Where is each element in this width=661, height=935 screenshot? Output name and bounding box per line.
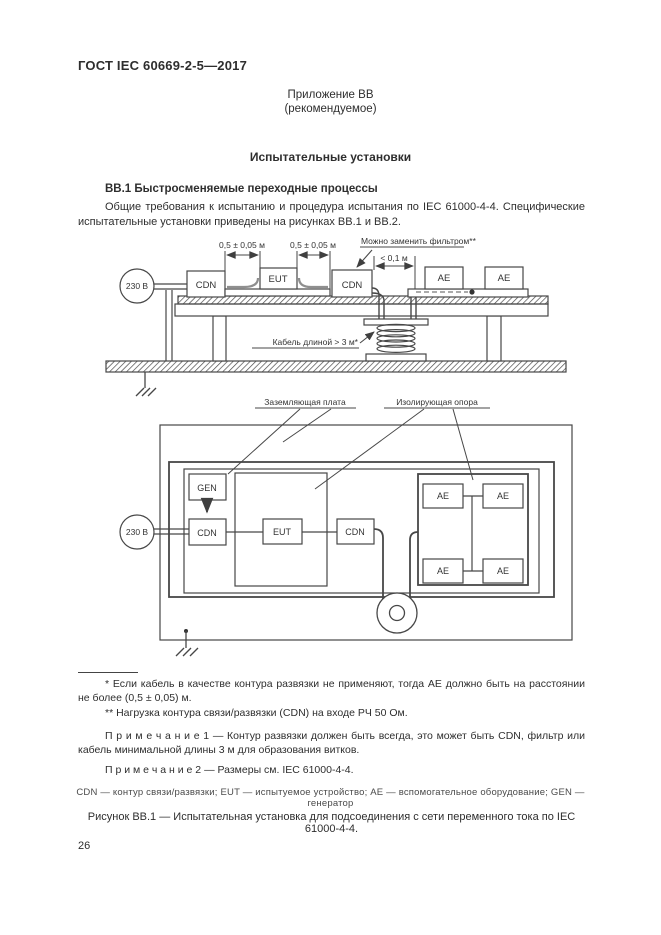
- cable-callout: Кабель длиной > 3 м*: [252, 331, 375, 349]
- annex-title: Приложение ВВ: [287, 89, 374, 101]
- ae-br-label: АЕ: [497, 566, 509, 576]
- cdn1-label: CDN: [196, 280, 217, 291]
- earth-ground-icon-top: [175, 629, 199, 657]
- source-label: 230 В: [126, 281, 149, 291]
- floor-ground-plane: [105, 360, 567, 373]
- dimension-left: 0,5 ± 0,05 м: [219, 240, 265, 289]
- page-number: 26: [78, 840, 91, 852]
- side-view-diagram: 230 В CDN 0,5 ± 0,05 м: [105, 236, 567, 397]
- ae-bl-label: АЕ: [437, 566, 449, 576]
- eut-top-label: EUT: [273, 527, 292, 537]
- mains-source: 230 В: [119, 268, 187, 361]
- insulating-support-label: Изолирующая опора: [396, 397, 478, 407]
- ground-plate-label: Заземляющая плата: [264, 397, 346, 407]
- insulating-support-callout: Изолирующая опора: [314, 397, 490, 490]
- dim-right-label: 0,5 ± 0,05 м: [290, 240, 336, 250]
- ae2-label: АЕ: [498, 273, 511, 284]
- cdn2-top-label: CDN: [345, 527, 365, 537]
- coil-symbol: [376, 592, 418, 634]
- footnote-asterisk: * Если кабель в качестве контура развязк…: [78, 678, 585, 704]
- ground-plate-callout: Заземляющая плата: [227, 397, 356, 475]
- clause-heading: ВВ.1 Быстросменяемые переходные процессы: [105, 183, 378, 195]
- note-1-label: П р и м е ч а н и е 1: [105, 730, 210, 742]
- footnote-rule: [78, 672, 138, 673]
- ae-tr-label: АЕ: [497, 491, 509, 501]
- dim-gap-label: < 0,1 м: [380, 253, 408, 263]
- intro-paragraph: Общие требования к испытанию и процедура…: [78, 201, 585, 228]
- dim-left-label: 0,5 ± 0,05 м: [219, 240, 265, 250]
- cdn1-block: CDN: [186, 270, 226, 298]
- coiled-cable: [363, 318, 429, 362]
- note-1-text: — Контур развязки должен быть всегда, эт…: [78, 730, 585, 756]
- eut-assembly: EUT: [224, 267, 331, 297]
- figure-legend: CDN — контур связи/развязки; EUT — испыт…: [76, 787, 585, 809]
- generator-block: GEN: [188, 473, 227, 514]
- filter-callout-label: Можно заменить фильтром**: [361, 236, 477, 246]
- cdn2-label: CDN: [342, 280, 363, 291]
- cdn1-block-top: CDN: [188, 518, 227, 546]
- test-table: [174, 295, 549, 362]
- eut-assembly-top: EUT: [234, 472, 328, 587]
- footnote-double-asterisk: ** Нагрузка контура связи/развязки (CDN)…: [105, 707, 408, 719]
- ae-group: АЕ АЕ АЕ АЕ: [417, 473, 529, 586]
- section-title: Испытательные установки: [249, 150, 412, 164]
- page-header: ГОСТ IEC 60669-2-5—2017: [78, 58, 247, 73]
- eut-label: EUT: [269, 274, 288, 285]
- cable-callout-label: Кабель длиной > 3 м*: [273, 337, 359, 347]
- ae1-label: АЕ: [438, 273, 451, 284]
- note-2-text: — Размеры см. IEC 61000-4-4.: [204, 764, 354, 776]
- cdn2-block-top: CDN: [336, 518, 375, 545]
- top-view-diagram: GEN CDN 230 В EUT: [119, 397, 573, 657]
- figure-caption: Рисунок ВВ.1 — Испытательная установка д…: [87, 811, 576, 835]
- ae-assembly: АЕ АЕ: [407, 266, 529, 298]
- ae-tl-label: АЕ: [437, 491, 449, 501]
- dimension-right: 0,5 ± 0,05 м: [290, 240, 336, 289]
- filter-callout: Можно заменить фильтром**: [356, 236, 477, 268]
- mains-source-top: 230 В: [119, 514, 189, 550]
- gen-label: GEN: [197, 483, 217, 493]
- annex-subtitle: (рекомендуемое): [284, 103, 377, 115]
- dimension-gap: < 0,1 м: [373, 253, 416, 291]
- note-1: П р и м е ч а н и е 1 — Контур развязки …: [78, 729, 585, 757]
- source-top-label: 230 В: [126, 527, 149, 537]
- note-2: П р и м е ч а н и е 2 — Размеры см. IEC …: [78, 763, 585, 777]
- earth-ground-icon: [135, 372, 157, 397]
- note-2-label: П р и м е ч а н и е 2: [105, 764, 202, 776]
- cdn2-block: CDN: [331, 269, 373, 298]
- cdn1-top-label: CDN: [197, 528, 217, 538]
